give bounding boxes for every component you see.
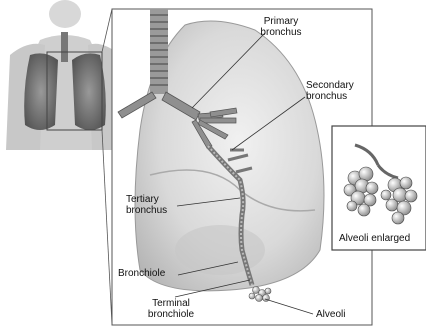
terminal-bronchiole-label: Terminal bronchiole [136, 298, 206, 320]
alveoli-enlarged-caption: Alveoli enlarged [339, 233, 410, 244]
alveoli-inset [332, 126, 426, 250]
primary-bronchus-label: Primary bronchus [253, 16, 309, 38]
trachea [150, 9, 168, 94]
zoom-connector-bottom [102, 130, 112, 325]
alveoli-label: Alveoli [316, 309, 364, 320]
secondary-bronchus-label: Secondary bronchus [306, 80, 374, 102]
bronchiole-label: Bronchiole [118, 268, 182, 279]
torso-thumbnail [0, 0, 122, 150]
tertiary-bronchus-label: Tertiary bronchus [126, 194, 182, 216]
